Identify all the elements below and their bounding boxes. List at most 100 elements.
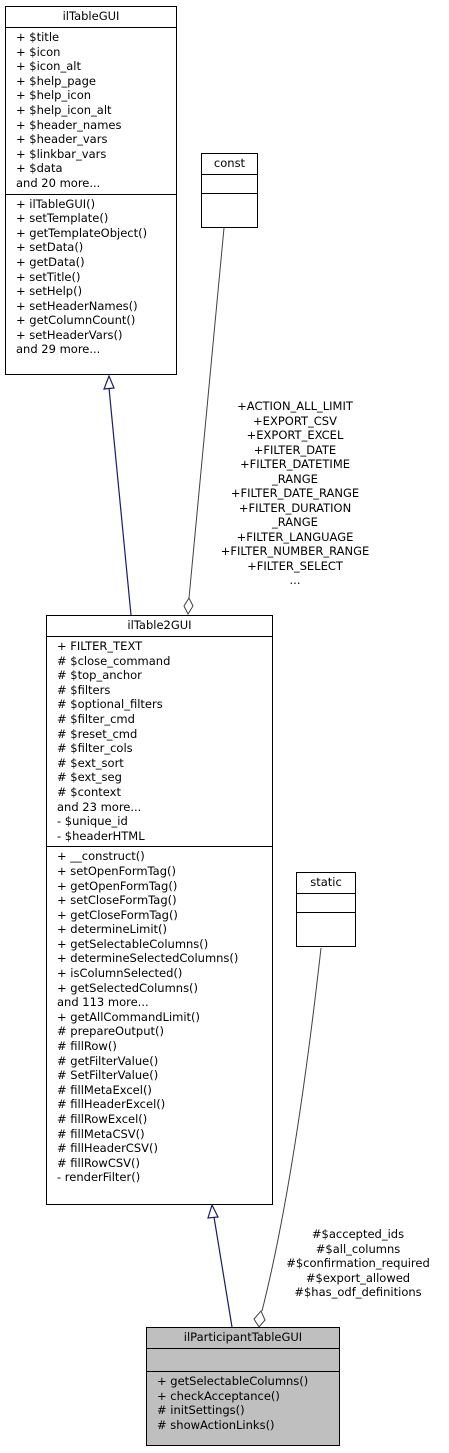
- edge-label-line: #$confirmation_required: [286, 1256, 430, 1270]
- method-item: # showActionLinks(): [157, 1417, 275, 1432]
- method-item: # SetFilterValue(): [57, 1068, 159, 1083]
- edge-label-line: _RANGE: [272, 515, 318, 529]
- attribute-item: + $help_page: [16, 73, 96, 88]
- inheritance-edge-table2-to-tablegui: [108, 387, 132, 616]
- method-item: + setTemplate(): [16, 211, 109, 226]
- edge-label-line: +FILTER_DATETIME: [239, 457, 351, 471]
- attribute-item: + FILTER_TEXT: [57, 639, 143, 653]
- edge-label-line: +FILTER_NUMBER_RANGE: [220, 544, 370, 558]
- method-item: - renderFilter(): [57, 1170, 141, 1185]
- attribute-item: + $help_icon_alt: [16, 102, 112, 117]
- method-item: + setHeaderNames(): [16, 298, 138, 313]
- method-item: # fillRow(): [57, 1039, 117, 1054]
- methods-section: [297, 913, 355, 931]
- usage-edge-static-to-participant: [261, 947, 322, 1312]
- attribute-item: # $context: [57, 784, 121, 799]
- method-item: + setHeaderVars(): [16, 327, 123, 342]
- method-item: + getSelectableColumns(): [57, 936, 209, 951]
- edge-label-line: +FILTER_DATE: [253, 442, 337, 457]
- attribute-item: # $filter_cols: [57, 741, 133, 756]
- attribute-item: + $icon: [16, 44, 61, 59]
- method-item: # prepareOutput(): [57, 1024, 164, 1039]
- methods-section: + __construct()+ setOpenFormTag()+ getOp…: [47, 847, 272, 1188]
- attribute-item: - $unique_id: [57, 814, 128, 829]
- class-title: ilTable2GUI: [47, 616, 272, 637]
- attributes-section: + FILTER_TEXT# $close_command# $top_anch…: [47, 637, 272, 848]
- method-item: + setData(): [16, 240, 84, 255]
- attributes-section: [297, 894, 355, 913]
- attributes-section: [202, 175, 257, 194]
- method-item: + setHelp(): [16, 284, 83, 299]
- method-item: # fillHeaderExcel(): [57, 1097, 166, 1112]
- class-iltablegui[interactable]: ilTableGUI + $title+ $icon+ $icon_alt+ $…: [5, 6, 177, 375]
- edge-label-line: +EXPORT_EXCEL: [246, 428, 344, 442]
- class-const[interactable]: const: [201, 153, 258, 228]
- method-item: # fillMetaExcel(): [57, 1082, 152, 1097]
- edge-label-const-members: +ACTION_ALL_LIMIT+EXPORT_CSV+EXPORT_EXCE…: [195, 399, 395, 588]
- method-item: # getFilterValue(): [57, 1053, 159, 1068]
- attribute-item: and 20 more...: [16, 175, 101, 190]
- edge-label-line: _RANGE: [272, 471, 318, 486]
- methods-section: + getSelectableColumns()+ checkAcceptanc…: [147, 1372, 339, 1435]
- method-item: + determineLimit(): [57, 922, 168, 937]
- class-title: static: [297, 873, 355, 894]
- edge-label-line: #$accepted_ids: [311, 1227, 405, 1241]
- method-item: and 113 more...: [57, 995, 149, 1010]
- methods-section: [202, 194, 257, 212]
- method-item: + getData(): [16, 254, 85, 269]
- edge-label-line: ...: [289, 573, 301, 587]
- method-item: + getCloseFormTag(): [57, 907, 178, 922]
- method-item: + determineSelectedColumns(): [57, 951, 239, 966]
- attribute-item: # $filter_cmd: [57, 711, 135, 726]
- method-item: + getColumnCount(): [16, 313, 136, 328]
- method-item: # initSettings(): [157, 1403, 245, 1418]
- edge-label-line: +FILTER_SELECT: [247, 558, 343, 573]
- edge-label-line: #$has_odf_definitions: [294, 1285, 422, 1299]
- edge-label-line: #$all_columns: [315, 1241, 401, 1256]
- method-item: + ilTableGUI(): [16, 196, 96, 211]
- method-item: + checkAcceptance(): [157, 1388, 280, 1403]
- method-item: + getSelectedColumns(): [57, 980, 199, 995]
- edge-label-line: +FILTER_LANGUAGE: [236, 529, 354, 544]
- aggregation-diamond-table2: [183, 596, 194, 616]
- attribute-item: # $reset_cmd: [57, 726, 138, 741]
- attribute-item: + $icon_alt: [16, 59, 81, 74]
- edge-label-line: +FILTER_DURATION: [238, 500, 352, 515]
- attribute-item: and 23 more...: [57, 799, 142, 814]
- attributes-section: [147, 1349, 339, 1372]
- attribute-item: # $ext_sort: [57, 755, 124, 770]
- methods-section: + ilTableGUI()+ setTemplate()+ getTempla…: [6, 195, 176, 361]
- method-item: + getOpenFormTag(): [57, 878, 178, 893]
- method-item: + getTemplateObject(): [16, 225, 148, 240]
- attribute-item: - $headerHTML: [57, 828, 145, 843]
- edge-label-line: #$export_allowed: [305, 1270, 411, 1285]
- method-item: # fillMetaCSV(): [57, 1126, 145, 1141]
- edge-label-line: +EXPORT_CSV: [253, 413, 337, 428]
- class-iltable2gui[interactable]: ilTable2GUI + FILTER_TEXT# $close_comman…: [46, 615, 273, 1205]
- class-static[interactable]: static: [296, 872, 356, 947]
- class-title: const: [202, 154, 257, 175]
- class-ilparticipanttablegui[interactable]: ilParticipantTableGUI + getSelectableCol…: [146, 1327, 340, 1446]
- attribute-item: + $header_names: [16, 117, 122, 132]
- attribute-item: # $filters: [57, 682, 111, 697]
- usage-edge-const-to-table2: [188, 227, 225, 599]
- attribute-item: + $header_vars: [16, 132, 108, 147]
- attribute-item: + $title: [16, 30, 60, 44]
- attribute-item: + $data: [16, 161, 63, 176]
- method-item: # fillHeaderCSV(): [57, 1141, 158, 1156]
- edge-label-static-members: #$accepted_ids#$all_columns#$confirmatio…: [268, 1227, 448, 1300]
- inheritance-arrowhead-table2: [207, 1203, 219, 1219]
- edge-label-line: +ACTION_ALL_LIMIT: [237, 399, 353, 413]
- method-item: + isColumnSelected(): [57, 966, 183, 981]
- inheritance-edge-participant-to-table2: [213, 1216, 233, 1328]
- method-item: # fillRowCSV(): [57, 1155, 141, 1170]
- attribute-item: # $optional_filters: [57, 697, 163, 712]
- method-item: + setTitle(): [16, 269, 81, 284]
- attribute-item: # $top_anchor: [57, 668, 142, 683]
- method-item: + setOpenFormTag(): [57, 863, 176, 878]
- attribute-item: + $help_icon: [16, 88, 92, 103]
- method-item: + getAllCommandLimit(): [57, 1009, 201, 1024]
- class-title: ilParticipantTableGUI: [147, 1328, 339, 1349]
- aggregation-diamond-participant: [253, 1310, 266, 1328]
